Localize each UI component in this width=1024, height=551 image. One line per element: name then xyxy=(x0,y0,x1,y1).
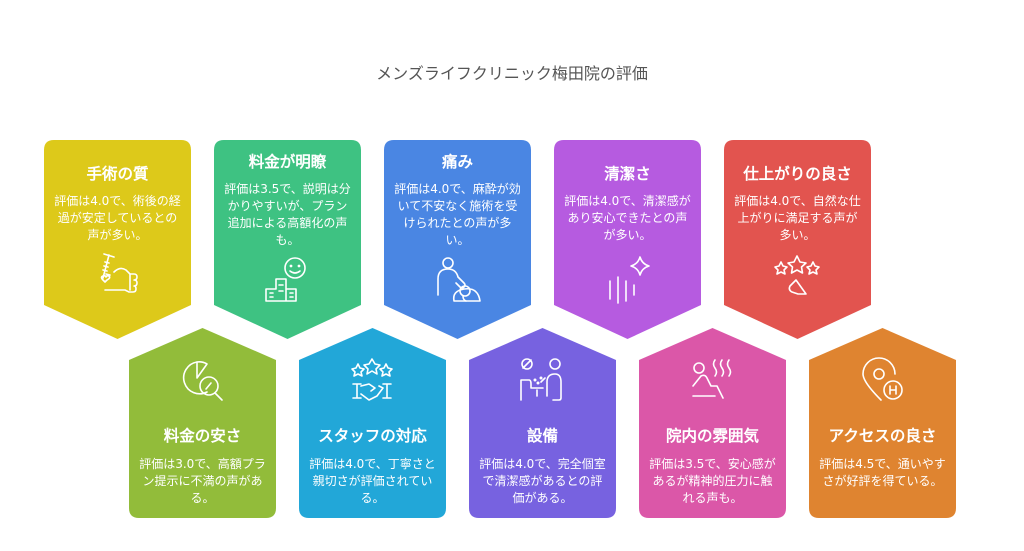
location-hospital-icon xyxy=(857,356,907,406)
card-description: 評価は3.5で、安心感があるが精神的圧力に触れる声も。 xyxy=(649,457,776,505)
caregiver-patient-icon xyxy=(432,255,482,305)
card-heading: 痛み xyxy=(441,153,473,171)
pie-chart-search-icon xyxy=(177,356,227,406)
page-title: メンズライフクリニック梅田院の評価 xyxy=(376,64,648,83)
card-shape xyxy=(214,140,361,339)
card-shape xyxy=(809,328,956,518)
card-heading: 院内の雰囲気 xyxy=(665,427,759,445)
card-description: 評価は3.5で、説明は分かりやすいが、プラン追加による高額化の声も。 xyxy=(224,182,351,247)
stars-handshake-icon xyxy=(347,356,397,406)
smiley-building-icon xyxy=(262,255,312,305)
card-facilities: 設備 評価は4.0で、完全個室で清潔感があるとの評価がある。 xyxy=(469,328,616,518)
card-heading: 清潔さ xyxy=(604,165,651,183)
card-price-clarity: 料金が明瞭 評価は3.5で、説明は分かりやすいが、プラン追加による高額化の声も。 xyxy=(214,140,361,339)
card-heading: 料金の安さ xyxy=(163,427,242,445)
card-cleanliness: 清潔さ 評価は4.0で、清潔感があり安心できたとの声が多い。 xyxy=(554,140,701,339)
card-shape xyxy=(299,328,446,518)
card-description: 評価は4.0で、清潔感があり安心できたとの声が多い。 xyxy=(564,194,691,242)
card-atmosphere: 院内の雰囲気 評価は3.5で、安心感があるが精神的圧力に触れる声も。 xyxy=(639,328,786,518)
card-shape xyxy=(469,328,616,518)
sparkle-icon xyxy=(602,255,652,305)
card-description: 評価は4.0で、自然な仕上がりに満足する声が多い。 xyxy=(734,194,861,242)
card-description: 評価は3.0で、高額プラン提示に不満の声がある。 xyxy=(139,457,266,505)
card-description: 評価は4.0で、術後の経過が安定しているとの声が多い。 xyxy=(54,194,181,242)
sauna-relax-icon xyxy=(687,356,737,406)
card-description: 評価は4.0で、完全個室で清潔感があるとの評価がある。 xyxy=(479,457,606,505)
card-pain: 痛み 評価は4.0で、麻酔が効いて不安なく施術を受けられたとの声が多い。 xyxy=(384,140,531,339)
card-access: アクセスの良さ 評価は4.5で、通いやすさが好評を得ている。 xyxy=(809,328,956,518)
stars-thumbs-icon xyxy=(772,252,822,302)
card-shape xyxy=(724,140,871,339)
card-description: 評価は4.5で、通いやすさが好評を得ている。 xyxy=(819,457,946,488)
card-surgery-quality: 手術の質 評価は4.0で、術後の経過が安定しているとの声が多い。 xyxy=(44,140,191,339)
card-finish-quality: 仕上がりの良さ 評価は4.0で、自然な仕上がりに満足する声が多い。 xyxy=(724,140,871,339)
card-shape xyxy=(44,140,191,339)
card-shape xyxy=(384,140,531,339)
card-heading: 料金が明瞭 xyxy=(248,153,327,171)
card-heading: 仕上がりの良さ xyxy=(743,165,852,183)
card-heading: スタッフの対応 xyxy=(318,427,427,445)
syringe-hand-icon xyxy=(92,250,142,300)
clean-room-icon xyxy=(517,356,567,406)
card-heading: 設備 xyxy=(526,427,558,445)
card-shape xyxy=(639,328,786,518)
card-shape xyxy=(554,140,701,339)
card-heading: アクセスの良さ xyxy=(828,427,937,445)
card-affordability: 料金の安さ 評価は3.0で、高額プラン提示に不満の声がある。 xyxy=(129,328,276,518)
card-shape xyxy=(129,328,276,518)
card-staff-service: スタッフの対応 評価は4.0で、丁寧さと親切さが評価されている。 xyxy=(299,328,446,518)
card-description: 評価は4.0で、丁寧さと親切さが評価されている。 xyxy=(309,457,436,505)
card-description: 評価は4.0で、麻酔が効いて不安なく施術を受けられたとの声が多い。 xyxy=(394,182,521,247)
card-heading: 手術の質 xyxy=(86,165,149,183)
